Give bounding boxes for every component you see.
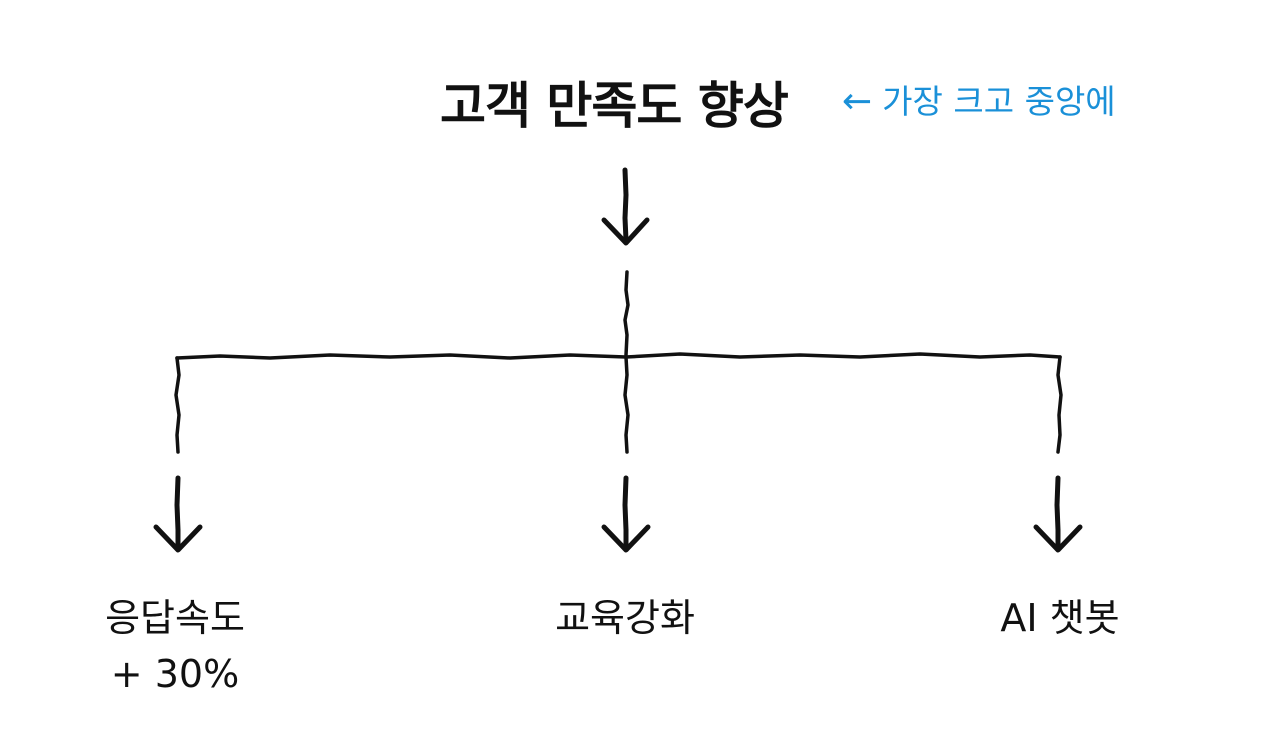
branch-drop-left (174, 356, 181, 454)
child-node-response-speed: 응답속도 + 30% (75, 590, 275, 702)
child-node-label: 교육강화 (555, 596, 695, 640)
branch-drop-middle (623, 355, 630, 454)
child-node-training: 교육강화 (525, 590, 725, 646)
branch-bar (175, 352, 1062, 360)
child-node-label: 응답속도 (105, 596, 245, 640)
root-node-label: 고객 만족도 향상 (440, 77, 789, 135)
left-arrow-icon: ← (842, 81, 873, 122)
child-arrow-middle (601, 475, 651, 553)
child-node-label: AI 챗봇 (1000, 596, 1120, 640)
child-arrow-right (1033, 475, 1083, 553)
child-arrow-left (153, 475, 203, 553)
trunk-line (623, 270, 630, 357)
child-node-sublabel: + 30% (110, 652, 240, 696)
root-down-arrow (601, 167, 650, 246)
branch-drop-right (1056, 355, 1063, 454)
child-node-ai-chatbot: AI 챗봇 (960, 590, 1160, 646)
annotation-text: 가장 크고 중앙에 (882, 82, 1116, 121)
root-annotation: ← 가장 크고 중앙에 (842, 80, 1116, 124)
